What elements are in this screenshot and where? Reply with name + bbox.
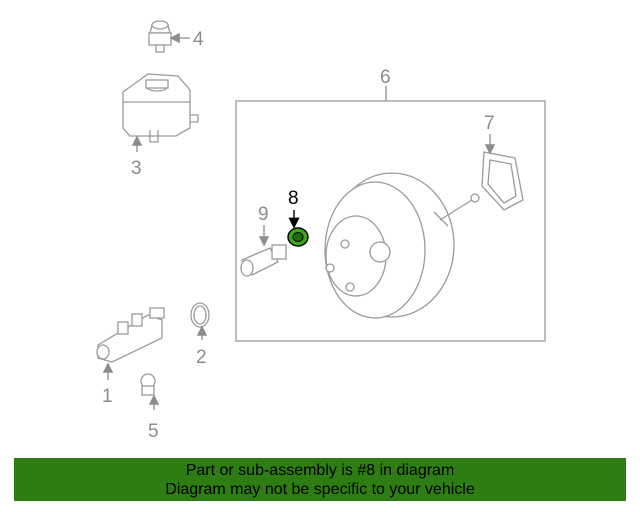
part-2-seal-ring[interactable] — [190, 302, 210, 340]
callout-1: 1 — [102, 386, 113, 407]
part-7-gasket[interactable] — [481, 134, 524, 211]
part-3-fluid-reservoir[interactable] — [122, 73, 199, 152]
part-4-reservoir-cap[interactable] — [148, 20, 190, 53]
part-5-pressure-sensor[interactable] — [140, 373, 160, 410]
part-9-vacuum-sensor[interactable] — [240, 225, 287, 277]
part-1-master-cylinder[interactable] — [96, 307, 165, 380]
part-8-grommet-highlighted[interactable] — [287, 210, 309, 247]
brake-booster-assembly-box — [235, 100, 546, 342]
banner-disclaimer: Diagram may not be specific to your vehi… — [165, 480, 475, 498]
callout-2: 2 — [196, 347, 207, 368]
banner-part-note: Part or sub-assembly is #8 in diagram — [185, 461, 455, 479]
brake-booster[interactable] — [324, 172, 480, 319]
info-banner: Part or sub-assembly is #8 in diagram Di… — [14, 458, 626, 501]
callout-7: 7 — [484, 113, 495, 134]
callout-6: 6 — [380, 67, 391, 88]
callout-8: 8 — [288, 188, 299, 209]
callout-9: 9 — [258, 204, 269, 225]
parts-diagram: 4 3 1 2 5 6 — [96, 20, 546, 442]
callout-4: 4 — [193, 29, 204, 50]
callout-5: 5 — [148, 421, 159, 442]
callout-3: 3 — [131, 158, 142, 179]
